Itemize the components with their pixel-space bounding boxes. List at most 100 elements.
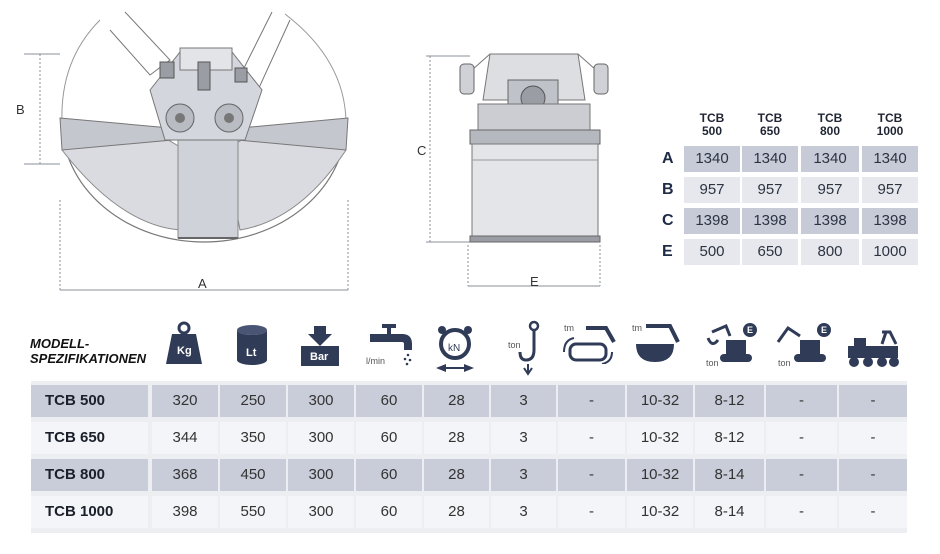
spec-cell: - — [839, 385, 907, 417]
spec-cell: 8-12 — [695, 422, 764, 454]
spec-cell: 320 — [152, 385, 218, 417]
spec-cell: 250 — [220, 385, 286, 417]
spec-cell: 450 — [220, 459, 286, 491]
spec-cell: - — [558, 459, 625, 491]
spec-cell: - — [839, 459, 907, 491]
dimension-label-a: A — [198, 276, 207, 291]
spec-cell: 350 — [220, 422, 286, 454]
spec-cell: 3 — [491, 459, 556, 491]
spec-cell: 28 — [424, 422, 489, 454]
dim-row-label-e: E — [662, 243, 673, 260]
dim-cell: 1398 — [801, 208, 859, 234]
dim-cell: 500 — [684, 239, 740, 265]
spec-cell: - — [839, 496, 907, 528]
dim-cell: 1000 — [862, 239, 918, 265]
flow-icon — [368, 322, 414, 366]
spec-cell: - — [766, 385, 837, 417]
excavator-rotation-icon — [700, 322, 758, 368]
weight-icon — [164, 320, 204, 366]
spec-cell: 8-12 — [695, 385, 764, 417]
dim-row-label-c: C — [662, 212, 674, 229]
excavator-badge: E — [821, 325, 828, 335]
weight-unit-label: Kg — [177, 345, 192, 357]
dim-cell: 650 — [742, 239, 798, 265]
spec-cell: - — [766, 422, 837, 454]
excavator-unit-label: ton — [778, 358, 791, 368]
force-unit-label: kN — [448, 343, 461, 354]
excavator-rotation-badge: E — [747, 325, 754, 335]
spec-cell: 3 — [491, 496, 556, 528]
hook-icon — [516, 320, 542, 376]
spec-cell: 28 — [424, 496, 489, 528]
dimension-label-b: B — [16, 102, 25, 117]
force-icon — [434, 322, 476, 372]
spec-cell: 10-32 — [627, 422, 693, 454]
dim-cell: 957 — [862, 177, 918, 203]
dimension-label-c: C — [417, 143, 427, 158]
spec-cell: 10-32 — [627, 459, 693, 491]
spec-row-model-name: TCB 1000 — [31, 496, 148, 528]
spec-cell: - — [558, 496, 625, 528]
rotator-icon — [560, 322, 620, 364]
spec-cell: 60 — [356, 496, 422, 528]
dim-cell: 957 — [742, 177, 798, 203]
spec-cell: 300 — [288, 385, 354, 417]
spec-cell: 60 — [356, 385, 422, 417]
front-view-drawing — [24, 11, 349, 291]
spec-cell: 3 — [491, 385, 556, 417]
crane-grab-unit-label: tm — [632, 323, 642, 333]
dimension-label-e: E — [530, 274, 539, 289]
dim-cell: 1340 — [742, 146, 798, 172]
spec-cell: - — [766, 496, 837, 528]
spec-cell: 300 — [288, 459, 354, 491]
spec-row-model-name: TCB 650 — [31, 422, 148, 454]
spec-cell: - — [766, 459, 837, 491]
spec-cell: 398 — [152, 496, 218, 528]
dim-row-label-b: B — [662, 181, 674, 198]
spec-cell: 8-14 — [695, 459, 764, 491]
dim-cell: 957 — [684, 177, 740, 203]
spec-cell: - — [558, 422, 625, 454]
spec-cell: 368 — [152, 459, 218, 491]
spec-cell: 60 — [356, 422, 422, 454]
spec-cell: 28 — [424, 385, 489, 417]
excavator-rotation-unit-label: ton — [706, 358, 719, 368]
dim-row-label-a: A — [662, 150, 674, 167]
dim-cell: 1398 — [862, 208, 918, 234]
capacity-icon — [235, 324, 269, 366]
dim-cell: 800 — [801, 239, 859, 265]
spec-cell: 300 — [288, 422, 354, 454]
spec-cell: 8-14 — [695, 496, 764, 528]
dim-cell: 1398 — [742, 208, 798, 234]
excavator-icon — [774, 322, 832, 368]
dim-cell: 957 — [801, 177, 859, 203]
dim-cell: 1340 — [862, 146, 918, 172]
hook-unit-label: ton — [508, 340, 521, 350]
capacity-unit-label: Lt — [246, 347, 257, 359]
spec-row-model-name: TCB 800 — [31, 459, 148, 491]
dim-cell: 1340 — [684, 146, 740, 172]
spec-title: MODELL- SPEZIFIKATIONEN — [30, 336, 147, 366]
spec-cell: 3 — [491, 422, 556, 454]
spec-cell: 300 — [288, 496, 354, 528]
spec-row-model-name: TCB 500 — [31, 385, 148, 417]
spec-cell: 28 — [424, 459, 489, 491]
dim-cell: 1398 — [684, 208, 740, 234]
spec-cell: - — [558, 385, 625, 417]
pressure-unit-label: Bar — [310, 351, 329, 363]
rotator-unit-label: tm — [564, 323, 574, 333]
dim-cell: 1340 — [801, 146, 859, 172]
spec-cell: 10-32 — [627, 496, 693, 528]
pressure-icon — [300, 326, 340, 366]
spec-cell: 550 — [220, 496, 286, 528]
forestry-machine-icon — [842, 328, 904, 368]
side-view-drawing — [426, 53, 609, 287]
spec-cell: 60 — [356, 459, 422, 491]
crane-grab-icon — [630, 322, 682, 364]
spec-cell: 10-32 — [627, 385, 693, 417]
flow-unit-label: l/min — [366, 356, 386, 366]
